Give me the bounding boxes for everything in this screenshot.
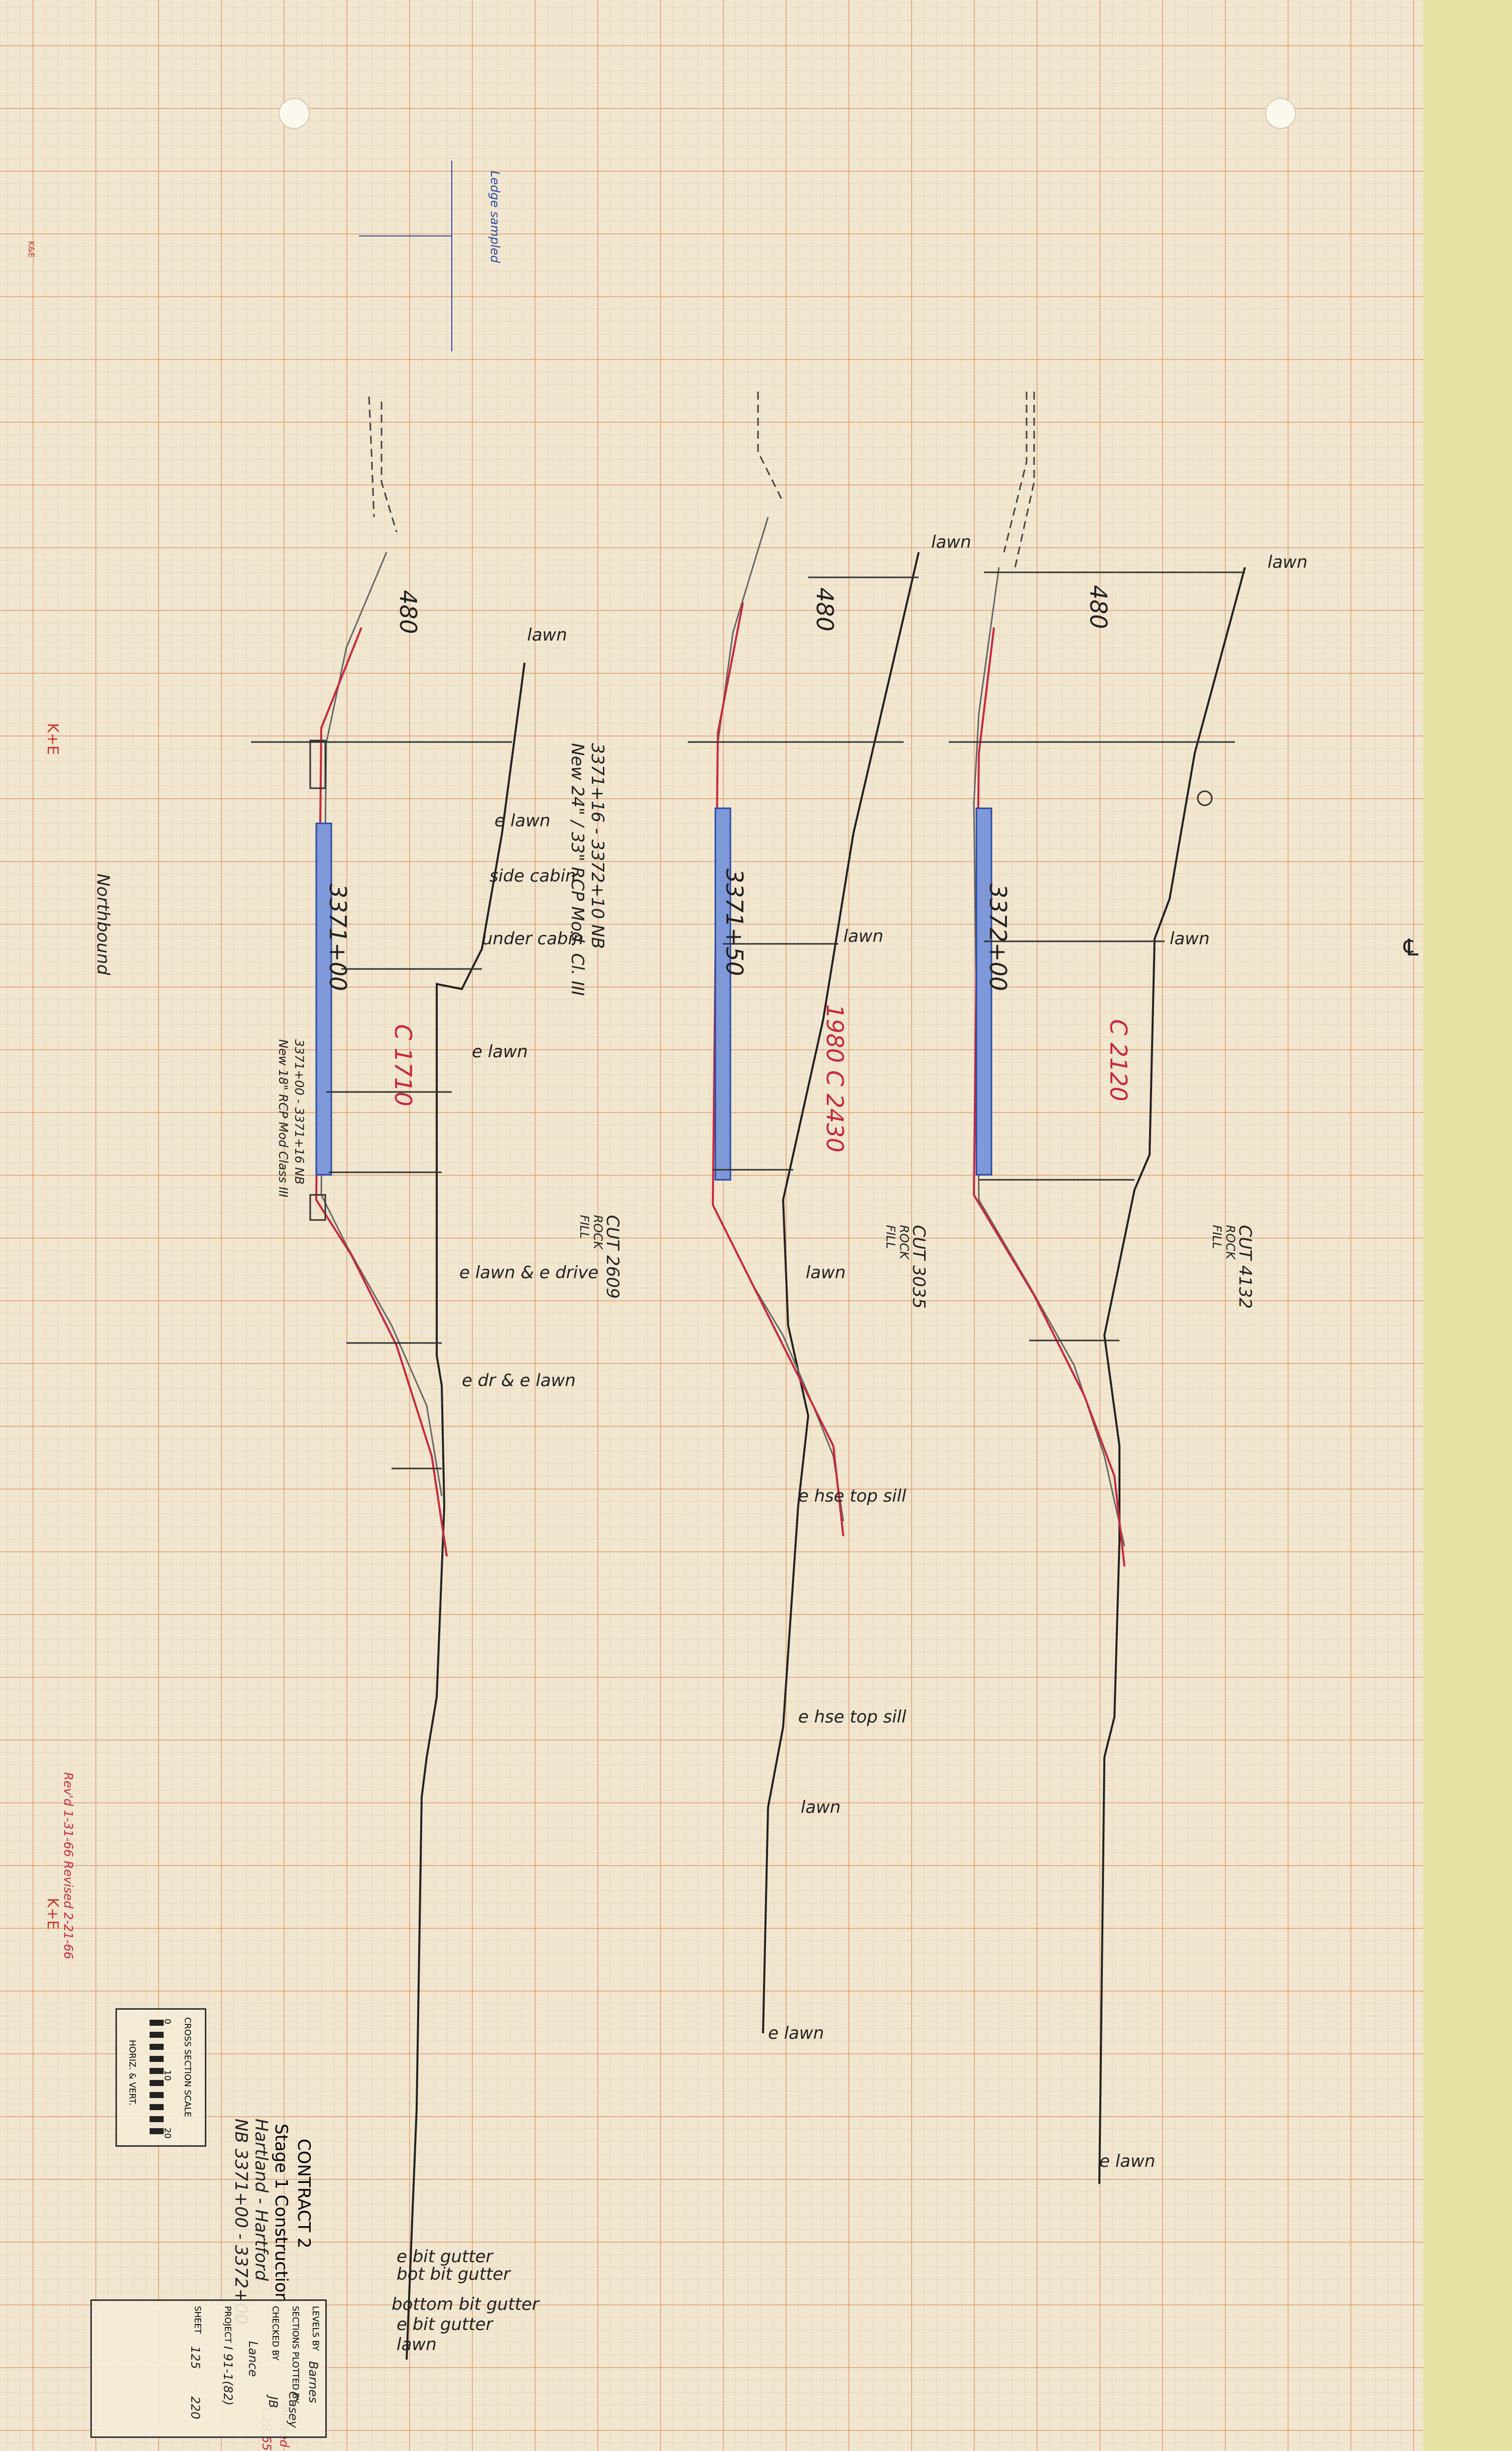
label-lawn-6: lawn <box>1268 552 1308 572</box>
red-cut-1: C 1710 <box>390 1024 417 1107</box>
label-e-lawn-4: e lawn <box>1099 2151 1156 2171</box>
sheet-margin-strip <box>1423 0 1512 2451</box>
label-lawn-8: lawn <box>397 2335 437 2355</box>
route-label: Hartland - Hartford <box>251 2119 271 2281</box>
punch-hole <box>1265 98 1296 129</box>
red-cut-2: 1980 C 2430 <box>821 1004 848 1153</box>
rock-label-1: ROCK <box>591 1215 605 1250</box>
ground-line-section-1 <box>406 662 526 2360</box>
pipe-note-1: 3371+00 - 3371+16 NB <box>292 1039 306 1185</box>
scale-title: CROSS SECTION SCALE <box>182 2017 192 2117</box>
label-bot-bit-gutter: bot bit gutter <box>397 2264 511 2284</box>
label-e-bit-gutter-2: e bit gutter <box>397 2314 493 2335</box>
template-3 <box>973 567 1125 1547</box>
pipe-fill-2 <box>714 807 731 1181</box>
sheet-total: 220 <box>188 2396 202 2419</box>
label-e-dr-lawn: e dr & e lawn <box>462 1371 576 1391</box>
centerline-symbol: ℄ <box>1401 934 1422 961</box>
fill-label-1: FILL <box>577 1215 591 1239</box>
checked-by-value: JB <box>266 2396 280 2408</box>
ground-line-section-2 <box>762 552 920 2034</box>
scale-horiz: HORIZ. & VERT. <box>127 2040 137 2106</box>
elevation-label-2: 480 <box>811 587 838 632</box>
cut-label-3: CUT 4132 <box>1235 1225 1255 1309</box>
stations-label: NB 3371+00 - 3372+00 <box>231 2119 251 2325</box>
existing-dashed-3 <box>1003 392 1028 553</box>
cut-label-2: CUT 3035 <box>909 1225 929 1309</box>
label-lawn-2: lawn <box>931 532 971 552</box>
label-bottom-bit-gutter: bottom bit gutter <box>392 2294 539 2314</box>
existing-dashed-3b <box>1013 392 1035 573</box>
levels-by-label: LEVELS BY <box>310 2306 320 2351</box>
ground-line-section-3 <box>1098 567 1246 2184</box>
contract-label: CONTRACT 2 <box>294 2139 314 2249</box>
ledge-note: Ledge sampled <box>488 171 502 263</box>
label-e-lawn-3: e lawn <box>768 2023 824 2043</box>
red-template-3 <box>972 627 1125 1567</box>
paper-stamp-logo: K+E <box>44 723 61 755</box>
sections-by-label: SECTIONS PLOTTED BY <box>290 2306 300 2404</box>
punch-hole <box>279 98 310 129</box>
direction-label: Northbound <box>93 874 113 975</box>
label-lawn-5: lawn <box>801 1797 841 1817</box>
elevation-label-3: 480 <box>1085 585 1112 629</box>
label-e-hse-sill-2: e hse top sill <box>798 1707 907 1727</box>
pipe-box-1b <box>309 1194 326 1221</box>
paper-stamp-logo: K+E <box>44 1898 61 1930</box>
station-label-2: 3371+50 <box>721 869 748 976</box>
sheet-number: 125 <box>188 2346 202 2369</box>
sheet-label: SHEET <box>192 2306 202 2334</box>
existing-dashed-1b <box>381 402 398 533</box>
paper-stamp: K&E <box>27 241 36 258</box>
rock-label-3: ROCK <box>1223 1225 1237 1260</box>
red-template-1 <box>315 627 448 1557</box>
station-label-3: 3372+00 <box>984 884 1012 992</box>
station-label-1: 3371+00 <box>324 884 351 992</box>
scale-tick-20: 20 <box>162 2128 172 2139</box>
revision-dates: Rev'd 1-31-66 Revised 2-21-66 <box>61 1772 75 1959</box>
cut-label-1: CUT 2609 <box>602 1215 622 1299</box>
label-lawn-4: lawn <box>806 1263 846 1283</box>
label-side-cabin: side cabin <box>489 866 576 886</box>
title-block-box: LEVELS BY Barnes SECTIONS PLOTTED BY Cas… <box>90 2299 327 2438</box>
label-e-lawn-2: e lawn <box>472 1042 528 1062</box>
survey-point <box>1197 790 1213 806</box>
existing-dashed-1 <box>368 396 375 518</box>
fill-label-3: FILL <box>1210 1225 1224 1249</box>
rock-label-2: ROCK <box>897 1225 911 1260</box>
checked-by-label: CHECKED BY <box>270 2306 280 2361</box>
label-lawn: lawn <box>527 625 567 645</box>
scale-box: CROSS SECTION SCALE 0 10 20 HORIZ. & VER… <box>115 2008 206 2147</box>
label-e-bit-gutter: e bit gutter <box>397 2247 493 2267</box>
label-lawn-3: lawn <box>843 926 884 946</box>
scale-tick-10: 10 <box>162 2070 172 2081</box>
computed-by-value: Lance <box>246 2341 260 2377</box>
pipe-box-1a <box>309 740 326 789</box>
template-1 <box>320 552 443 1497</box>
levels-by-value: Barnes <box>306 2361 320 2403</box>
pipe-fill-3 <box>975 807 992 1176</box>
existing-dashed-2 <box>757 392 784 503</box>
red-template-2 <box>711 602 844 1537</box>
pipe-fill-1 <box>315 822 332 1176</box>
pipe-note-2: New 18" RCP Mod Class III <box>276 1039 290 1197</box>
scale-tick-0: 0 <box>162 2019 172 2024</box>
label-e-lawn: e lawn <box>494 811 551 831</box>
label-e-lawn-drive: e lawn & e drive <box>459 1263 599 1283</box>
label-under-cabin: under cabin <box>482 929 584 949</box>
fill-label-2: FILL <box>884 1225 898 1249</box>
stage-label: Stage 1 Construction <box>271 2124 291 2303</box>
label-lawn-7: lawn <box>1170 929 1210 949</box>
scale-bar <box>150 2020 164 2135</box>
elevation-label-1: 480 <box>395 590 422 634</box>
label-e-hse-sill: e hse top sill <box>798 1486 907 1506</box>
red-cut-3: C 2120 <box>1105 1019 1132 1101</box>
sections-by-value: Casey <box>286 2391 300 2428</box>
project-label: PROJECT <box>222 2306 232 2343</box>
project-number: I 91-1(82) <box>221 2346 235 2406</box>
pipe-note-3: 3371+16 - 3372+10 NB <box>587 743 607 949</box>
